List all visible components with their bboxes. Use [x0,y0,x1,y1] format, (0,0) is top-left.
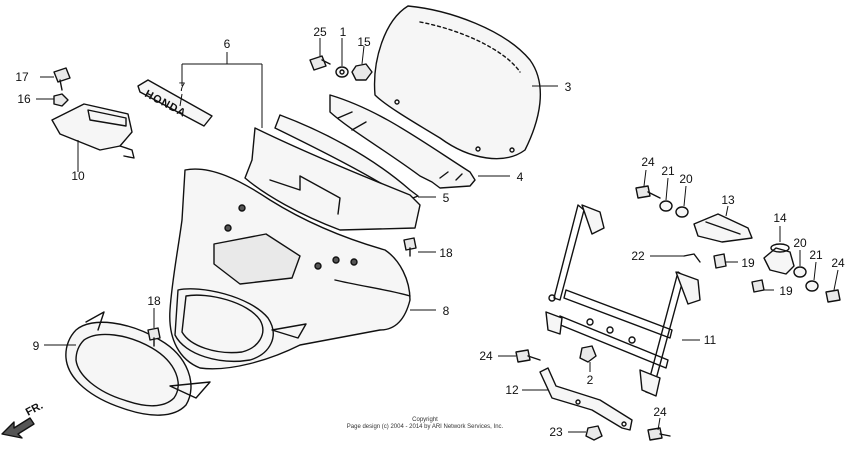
windscreen[interactable] [373,5,541,160]
callout-24-right: 24 [831,256,845,270]
washer-1[interactable] [335,66,349,78]
bolt-24-right[interactable] [825,289,841,303]
headlight-rim[interactable] [65,311,211,416]
callout-19-left: 19 [741,256,755,270]
callout-20-right: 20 [793,236,807,250]
bolt-19-right[interactable] [751,279,765,293]
callout-19-right: 19 [779,284,793,298]
bolt-24-bottom[interactable] [647,427,671,441]
callout-6: 6 [224,37,231,51]
callout-25: 25 [313,25,327,39]
washer-21-top[interactable] [659,200,673,212]
washer-20-right[interactable] [793,266,807,278]
nut-15[interactable] [351,63,373,81]
callout-4: 4 [517,170,524,184]
front-cowl[interactable] [169,168,411,370]
nut-16[interactable] [53,93,69,107]
bolt-22[interactable] [683,253,701,263]
bracket-13[interactable] [693,213,753,243]
callout-1: 1 [340,25,347,39]
copyright-line-2: Page design (c) 2004 - 2014 by ARI Netwo… [347,424,504,430]
front-direction-indicator: FR. [1,400,45,439]
callout-17: 17 [15,70,29,84]
callout-14: 14 [773,211,787,225]
callout-22: 22 [631,249,645,263]
callout-21-right: 21 [809,248,823,262]
callout-3: 3 [565,80,572,94]
bolt-18-lower[interactable] [147,327,161,347]
callout-24-left: 24 [479,349,493,363]
bolt-19-left[interactable] [713,253,727,269]
copyright-block: Copyright Page design (c) 2004 - 2014 by… [347,417,504,430]
bolt-24-top[interactable] [635,185,661,199]
copyright-line-1: Copyright [412,417,438,423]
callout-16: 16 [17,92,31,106]
clamp-14[interactable] [763,243,795,275]
bolt-25[interactable] [309,55,331,71]
callout-13: 13 [721,193,735,207]
leader-lines [36,38,839,433]
bolt-17[interactable] [53,67,71,91]
meter-panel-cover[interactable] [51,103,135,159]
callout-15: 15 [357,35,371,49]
callout-10: 10 [71,169,85,183]
callout-9: 9 [33,339,40,353]
callout-8: 8 [443,304,450,318]
washer-20-top[interactable] [675,206,689,218]
callout-23: 23 [549,425,563,439]
callout-21-top: 21 [661,164,675,178]
front-arrow-icon [1,417,35,439]
callout-5: 5 [443,191,450,205]
callout-24-bottom: 24 [653,405,667,419]
honda-emblem[interactable]: HONDA [137,79,213,127]
front-indicator-label: FR. [24,400,45,419]
callout-11: 11 [704,333,717,347]
washer-21-right[interactable] [805,280,819,292]
bolt-24-left[interactable] [515,349,541,363]
lower-stay[interactable] [539,367,633,431]
callout-24-top: 24 [641,155,655,169]
callout-labels: 25 1 15 6 7 17 16 10 3 4 5 18 8 18 9 24 … [15,25,845,439]
bolt-18-upper[interactable] [403,237,417,257]
cowl-stay[interactable] [545,204,701,397]
callout-12: 12 [505,383,519,397]
callout-2: 2 [587,373,594,387]
callout-18-lower: 18 [147,294,161,308]
callout-7: 7 [179,80,186,94]
windscreen-bracket[interactable] [329,94,476,189]
callout-20-top: 20 [679,172,693,186]
nut-23[interactable] [585,425,603,441]
callout-18-upper: 18 [439,246,453,260]
nut-2[interactable] [579,345,597,363]
garnish-panel[interactable] [244,127,421,231]
